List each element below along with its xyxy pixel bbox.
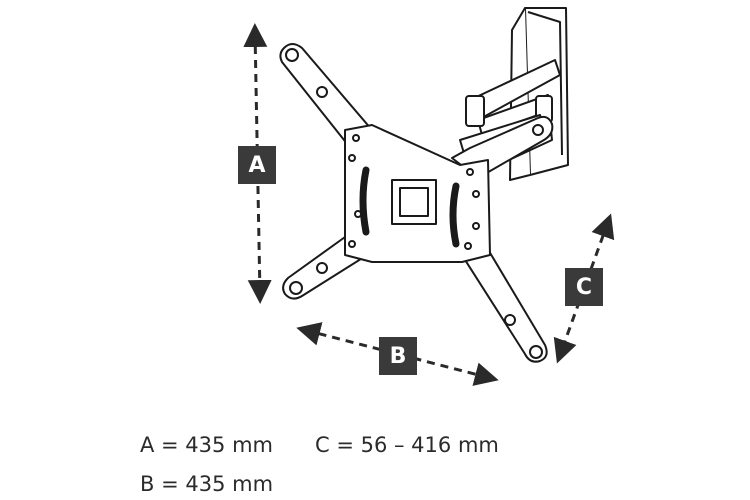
spec-b-text: B = 435 mm <box>140 472 274 496</box>
dimension-b-arrow <box>296 322 499 386</box>
dimension-c-label: C <box>565 268 603 306</box>
spec-a-text: A = 435 mm <box>140 433 273 457</box>
spec-c-text: C = 56 – 416 mm <box>315 433 499 457</box>
vesa-bracket <box>279 43 554 363</box>
dimension-a-label: A <box>238 146 276 184</box>
tv-mount-diagram <box>243 7 615 386</box>
dimension-b-label: B <box>379 337 417 375</box>
